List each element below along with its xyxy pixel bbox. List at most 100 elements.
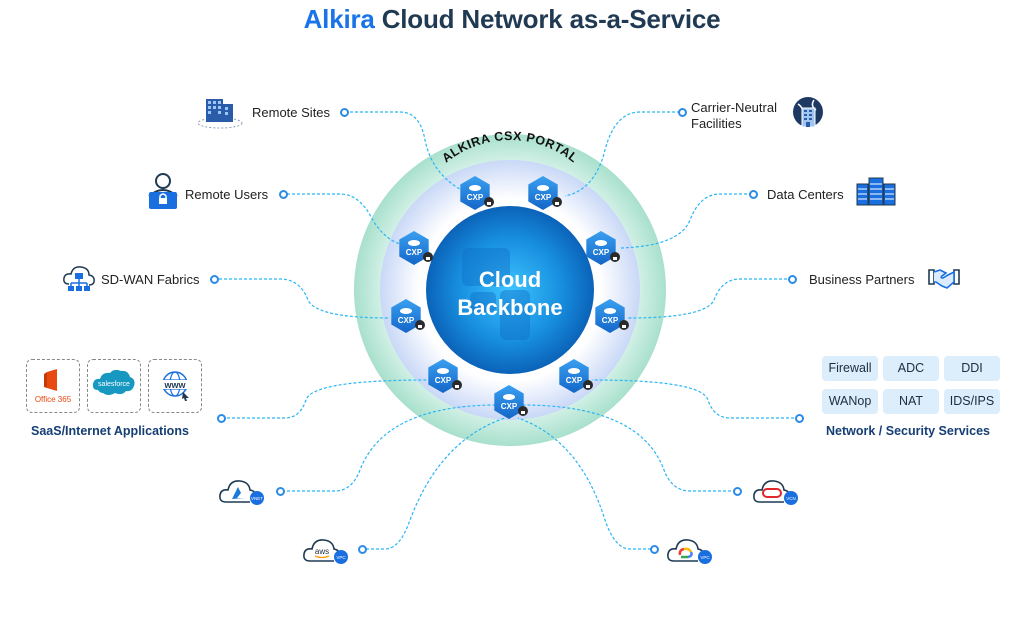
cxp-nodes: CXP CXP CXP CXP CXP CXP CXP CXP CXP	[391, 176, 629, 419]
service-ids-ips: IDS/IPS	[944, 389, 1000, 414]
service-adc: ADC	[883, 356, 939, 381]
oracle-cloud-icon: VCN	[753, 480, 798, 505]
cxp-hexagon	[586, 231, 616, 265]
saas-title: SaaS/Internet Applications	[31, 424, 189, 438]
connector-dot	[217, 414, 226, 423]
salesforce-icon: salesforce	[92, 369, 135, 395]
data-centers-label: Data Centers	[767, 187, 844, 202]
cxp-node: CXP	[595, 299, 629, 333]
cxp-hexagon	[528, 176, 558, 210]
cxp-node: CXP	[494, 385, 528, 419]
cxp-cloud-icon	[400, 308, 412, 314]
cxp-cloud-icon	[537, 185, 549, 191]
lock-body	[622, 325, 626, 328]
backbone-label-line1: Cloud	[479, 267, 541, 292]
web-icon: www	[161, 371, 189, 401]
google-cloud-icon: VPC	[667, 539, 712, 564]
cxp-label: CXP	[398, 316, 415, 325]
connector-oracle	[521, 404, 736, 492]
lock-body	[487, 202, 491, 205]
lock-body	[521, 411, 525, 414]
sdwan-label: SD-WAN Fabrics	[101, 272, 200, 287]
connector-data-centers	[619, 193, 752, 249]
salesforce-app: salesforce	[87, 359, 141, 413]
cxp-hexagon	[428, 359, 458, 393]
cxp-cloud-icon	[595, 240, 607, 246]
connector-partners	[627, 278, 792, 319]
cxp-node: CXP	[391, 299, 425, 333]
connector-dot	[340, 108, 349, 117]
cxp-label: CXP	[602, 316, 619, 325]
cxp-node: CXP	[586, 231, 620, 265]
cxp-cloud-icon	[568, 368, 580, 374]
connector-dot	[210, 275, 219, 284]
cxp-label: CXP	[593, 248, 610, 257]
cxp-node: CXP	[559, 359, 593, 393]
azure-cloud-icon: VNET	[219, 480, 264, 505]
office365-app: Office 365	[26, 359, 80, 413]
cxp-hexagon	[494, 385, 524, 419]
lock-body	[555, 202, 559, 205]
cxp-cloud-icon	[469, 185, 481, 191]
cxp-hexagon	[391, 299, 421, 333]
services-title: Network / Security Services	[826, 424, 990, 438]
world-map-dots	[462, 248, 530, 340]
connector-lines	[217, 111, 799, 550]
lock-body	[455, 385, 459, 388]
connector-dot	[279, 190, 288, 199]
user-laptop-lock-icon	[148, 173, 178, 209]
connector-gcp	[517, 417, 656, 550]
connector-dot	[733, 487, 742, 496]
connector-carrier	[564, 111, 685, 197]
connector-dot	[678, 108, 687, 117]
svg-text:aws: aws	[315, 547, 329, 556]
lock-body	[418, 325, 422, 328]
title-brand: Alkira	[303, 4, 375, 34]
cxp-node: CXP	[428, 359, 462, 393]
business-partners-label: Business Partners	[809, 272, 915, 287]
cxp-node: CXP	[460, 176, 494, 210]
cxp-hexagon	[559, 359, 589, 393]
service-nat: NAT	[883, 389, 939, 414]
cxp-label: CXP	[406, 248, 423, 257]
lock-body	[426, 257, 430, 260]
remote-sites-label: Remote Sites	[252, 105, 331, 120]
svg-text:www: www	[163, 380, 186, 390]
remote-users-label: Remote Users	[185, 187, 269, 202]
svg-text:VNET: VNET	[251, 496, 263, 501]
connector-saas	[217, 379, 429, 419]
connector-services	[591, 379, 799, 419]
carrier-label-line2: Facilities	[691, 116, 742, 131]
connector-dot	[795, 414, 804, 423]
svg-text:VPC: VPC	[700, 555, 710, 560]
cloud-network-icon	[63, 266, 95, 291]
cxp-node: CXP	[528, 176, 562, 210]
service-wanop: WANop	[822, 389, 878, 414]
cloud-backbone-globe	[426, 206, 594, 374]
title-rest: Cloud Network as-a-Service	[374, 4, 721, 34]
cxp-cloud-icon	[503, 394, 515, 400]
backbone-label-line2: Backbone	[457, 295, 562, 320]
svg-text:VCN: VCN	[786, 496, 796, 501]
service-firewall: Firewall	[822, 356, 878, 381]
connector-remote-sites	[350, 111, 466, 193]
connector-aws	[366, 417, 506, 550]
cxp-label: CXP	[467, 193, 484, 202]
connector-remote-users	[287, 193, 401, 245]
cxp-label: CXP	[501, 402, 518, 411]
cxp-hexagon	[399, 231, 429, 265]
office-building-icon	[197, 99, 243, 129]
connector-dot	[650, 545, 659, 554]
cxp-node: CXP	[399, 231, 433, 265]
svg-text:Office 365: Office 365	[35, 395, 72, 404]
connector-dot	[788, 275, 797, 284]
connector-dot	[358, 545, 367, 554]
carrier-label-line1: Carrier-Neutral	[691, 100, 777, 115]
connector-dot	[749, 190, 758, 199]
lock-body	[586, 385, 590, 388]
cxp-hexagon	[460, 176, 490, 210]
globe-building-icon	[793, 97, 823, 128]
cxp-cloud-icon	[408, 240, 420, 246]
office365-icon: Office 365	[35, 369, 72, 404]
web-app: www	[148, 359, 202, 413]
